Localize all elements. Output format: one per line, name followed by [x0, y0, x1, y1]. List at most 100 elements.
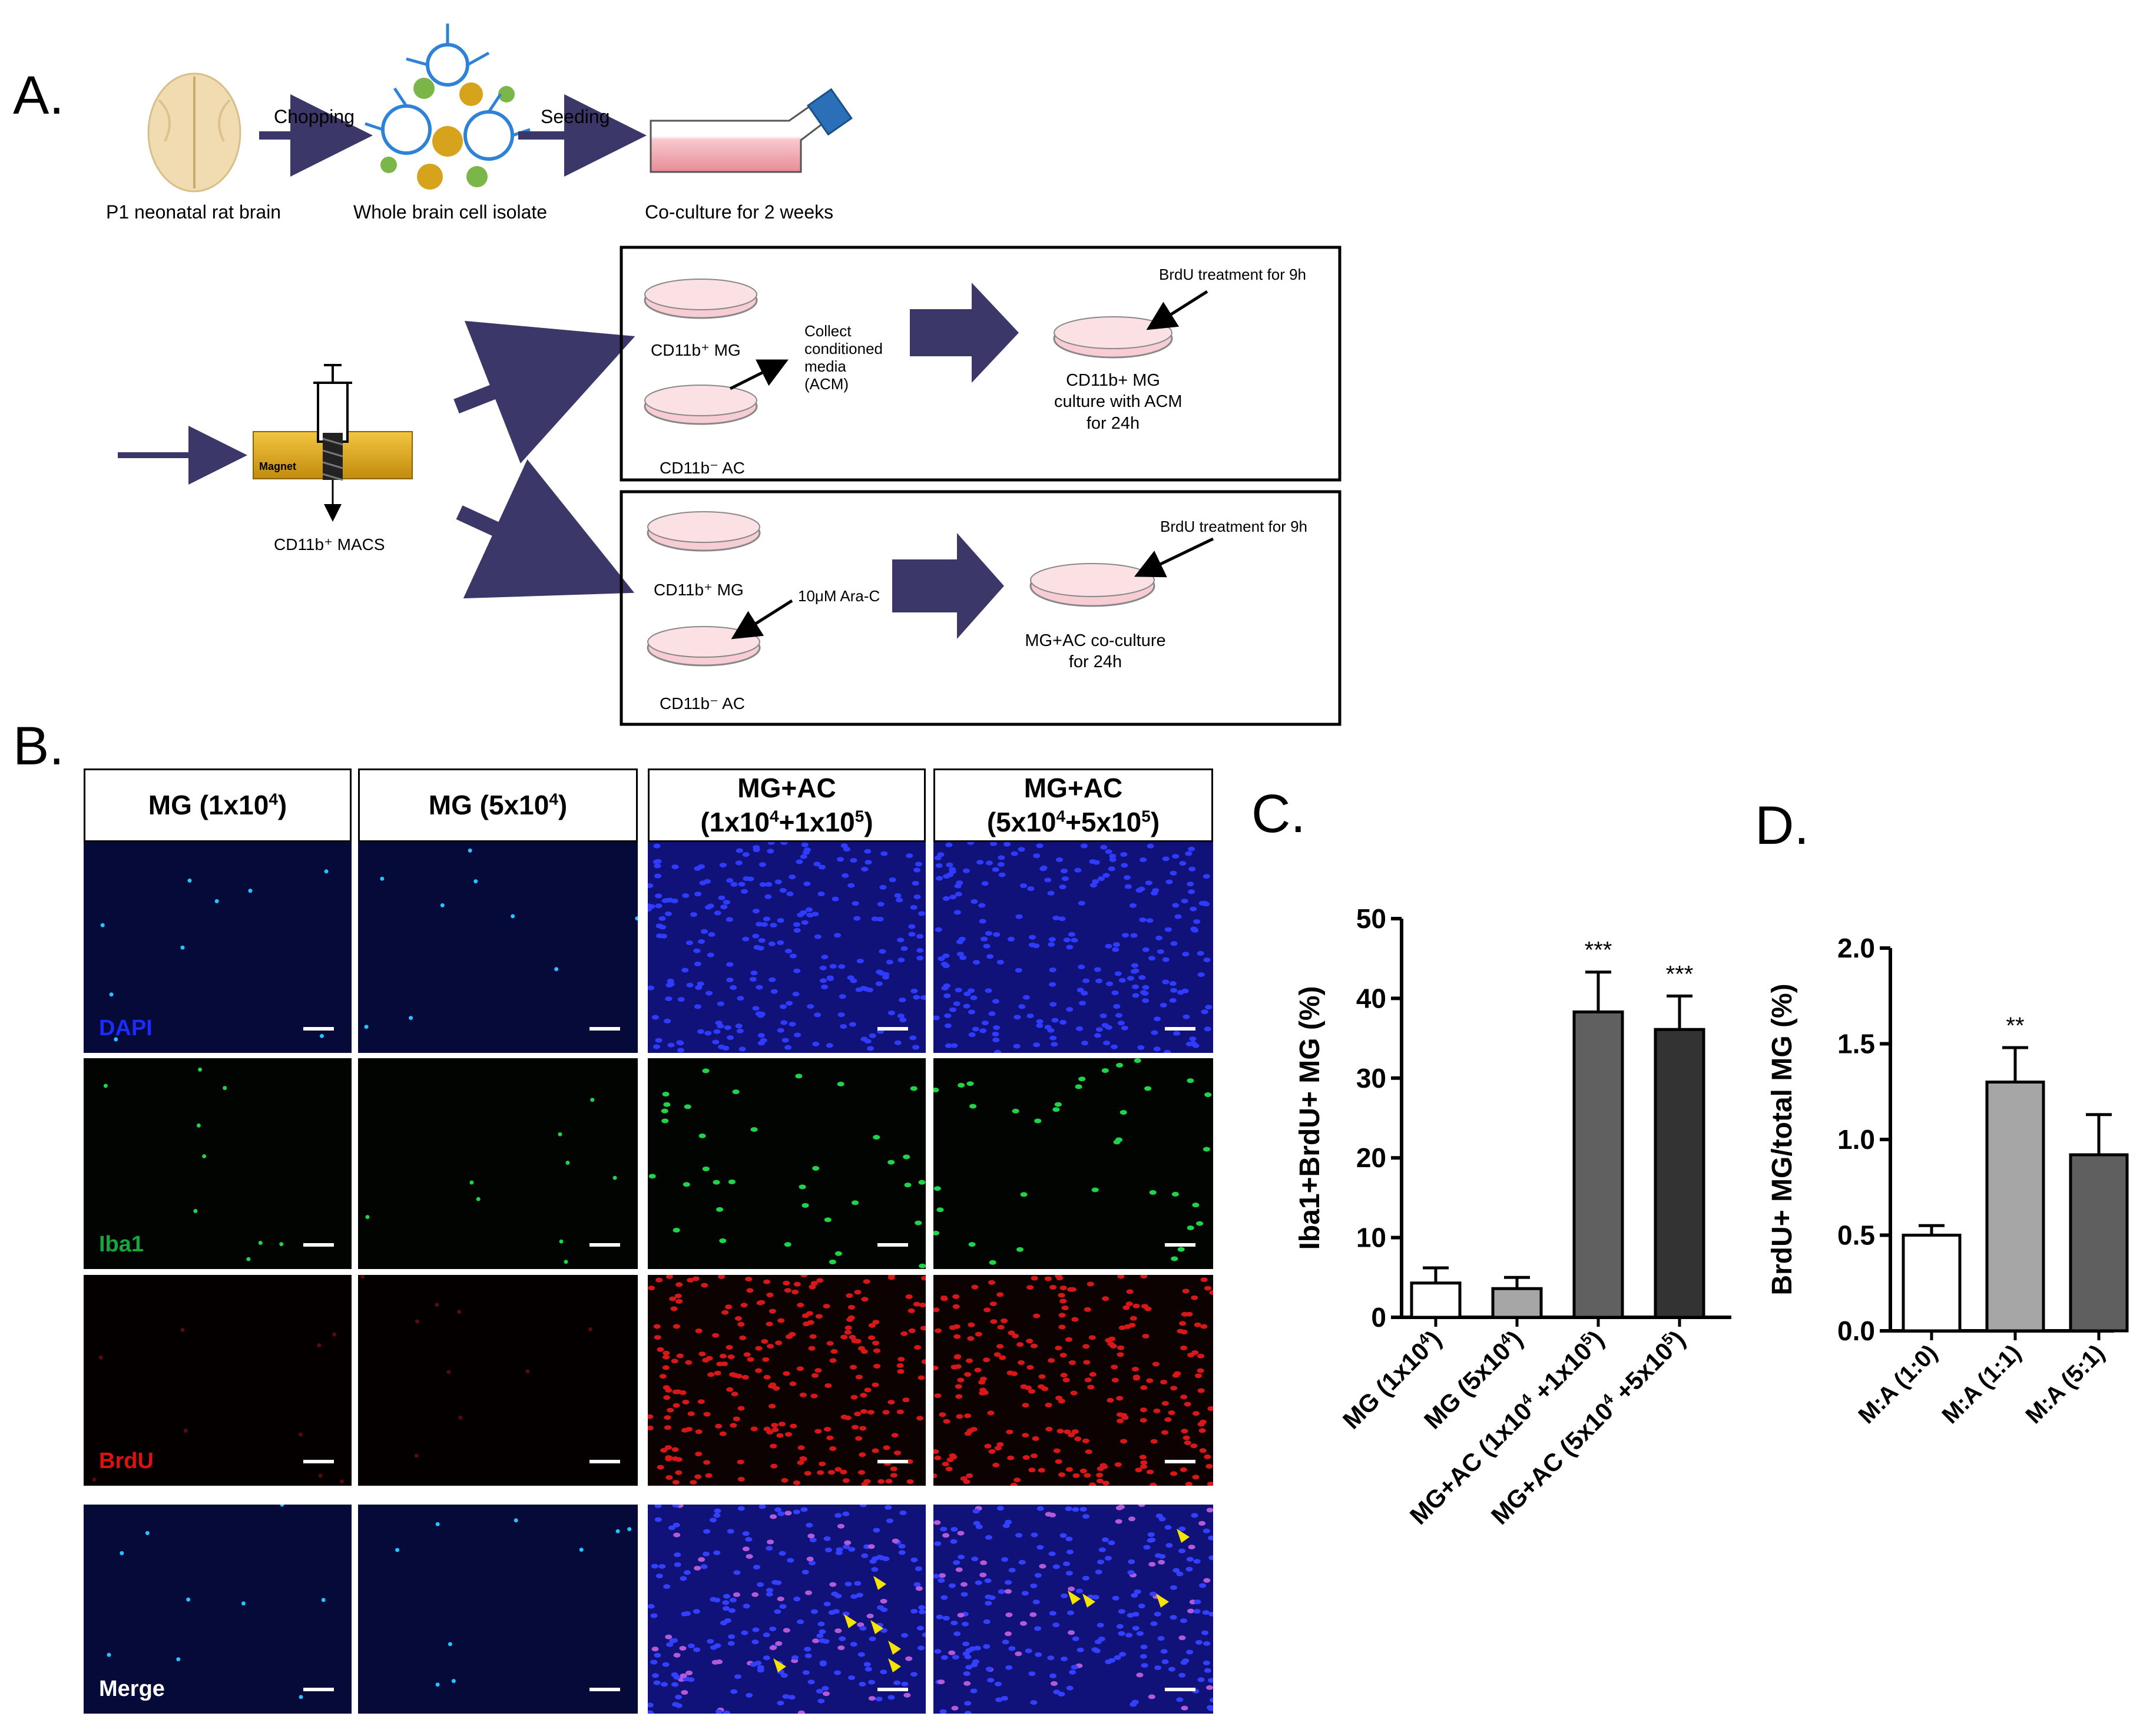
scale-bar — [1165, 1460, 1195, 1463]
rat-brain-icon — [147, 72, 241, 193]
channel-label: DAPI — [99, 1016, 153, 1041]
isolate-caption: Whole brain cell isolate — [353, 201, 548, 223]
bottom-result-label: MG+AC co-culture for 24h — [1025, 630, 1166, 673]
scale-bar — [1165, 1027, 1195, 1031]
y-tick-label: 10 — [1356, 1223, 1386, 1253]
channel-label: BrdU — [99, 1449, 154, 1473]
column-header: MG (5x104) — [358, 768, 638, 842]
y-tick-label: 2.0 — [1837, 933, 1875, 963]
channel-label: Iba1 — [99, 1232, 144, 1257]
scale-bar — [589, 1027, 620, 1031]
y-tick-label: 0.5 — [1837, 1220, 1875, 1251]
scale-bar — [303, 1460, 334, 1463]
micrograph-merge — [358, 1505, 638, 1714]
y-tick-label: 0 — [1371, 1302, 1386, 1333]
macs-caption: CD11b⁺ MACS — [274, 535, 385, 554]
scale-bar — [1165, 1243, 1195, 1247]
micrograph-brdu: BrdU — [84, 1275, 352, 1486]
y-tick-label: 1.0 — [1837, 1124, 1875, 1155]
bar — [1572, 1010, 1624, 1319]
panel-label-b: B. — [13, 716, 64, 776]
x-category-label: M:A (1:1) — [1937, 1340, 2026, 1429]
panel-label-d: D. — [1755, 796, 1809, 856]
dish-top-mg — [644, 279, 758, 319]
top-result-line-1: CD11b+ MG — [1066, 371, 1160, 390]
x-category-label: M:A (5:1) — [2020, 1340, 2109, 1429]
y-tick-label: 1.5 — [1837, 1029, 1875, 1059]
micrograph-merge — [648, 1505, 926, 1714]
magnet-label: Magnet — [259, 460, 296, 472]
collect-line-3: media — [804, 357, 846, 375]
significance-label: *** — [1585, 937, 1612, 963]
macs-column-icon — [253, 364, 413, 522]
y-tick-label: 30 — [1356, 1063, 1386, 1094]
bar — [1491, 1287, 1543, 1319]
micrograph-dapi: DAPI — [84, 842, 352, 1053]
bottom-dish-mg-label: CD11b⁺ MG — [654, 581, 744, 599]
dish-top-ac — [644, 385, 758, 425]
top-brdu-label: BrdU treatment for 9h — [1159, 266, 1306, 283]
micrograph-merge — [933, 1505, 1213, 1714]
scale-bar — [877, 1460, 908, 1463]
dish-bottom-mg — [647, 511, 761, 552]
micrograph-brdu — [358, 1275, 638, 1486]
significance-label: *** — [1666, 961, 1694, 987]
top-result-label: CD11b+ MG culture with ACM for 24h — [1054, 370, 1183, 434]
micrograph-dapi — [933, 842, 1213, 1053]
scale-bar — [589, 1460, 620, 1463]
micrograph-brdu — [648, 1275, 926, 1486]
y-tick-label: 50 — [1356, 903, 1386, 934]
collect-line-1: Collect — [804, 322, 852, 340]
top-dish-mg-label: CD11b⁺ MG — [651, 341, 741, 359]
channel-label: Merge — [99, 1677, 165, 1701]
micrograph-iba1 — [358, 1058, 638, 1269]
scale-bar — [877, 1027, 908, 1031]
micrograph-iba1 — [648, 1058, 926, 1269]
bottom-result-line-2: for 24h — [1068, 652, 1122, 672]
brain-caption: P1 neonatal rat brain — [106, 201, 281, 223]
collect-line-2: conditioned — [804, 339, 883, 357]
y-tick-label: 0.0 — [1837, 1316, 1875, 1346]
x-category-label: M:A (1:0) — [1853, 1340, 1942, 1429]
bar — [1902, 1234, 1962, 1333]
top-result-line-3: for 24h — [1086, 413, 1140, 433]
bottom-result-line-1: MG+AC co-culture — [1025, 631, 1166, 650]
scale-bar — [877, 1243, 908, 1247]
culture-flask-icon — [650, 88, 853, 173]
significance-label: ** — [2006, 1013, 2024, 1039]
schematic-panel-a — [118, 24, 1342, 726]
column-header: MG+AC(1x104+1x105) — [648, 768, 926, 842]
micrograph-iba1: Iba1 — [84, 1058, 352, 1269]
cell-cluster-icon — [365, 24, 531, 190]
micrograph-dapi — [648, 842, 926, 1053]
micrograph-merge: Merge — [84, 1505, 352, 1714]
column-header: MG (1x104) — [84, 768, 352, 842]
seeding-label: Seeding — [541, 106, 610, 127]
bottom-brdu-label: BrdU treatment for 9h — [1160, 518, 1307, 535]
coculture-caption: Co-culture for 2 weeks — [645, 201, 834, 223]
panel-label-a: A. — [13, 65, 64, 125]
scale-bar — [303, 1688, 334, 1691]
scale-bar — [589, 1688, 620, 1691]
micrograph-iba1 — [933, 1058, 1213, 1269]
panel-label-c: C. — [1251, 784, 1306, 844]
bar — [1985, 1081, 2045, 1333]
top-result-line-2: culture with ACM — [1054, 392, 1183, 412]
bottom-dish-ac-label: CD11b⁻ AC — [660, 694, 745, 713]
column-header: MG+AC(5x104+5x105) — [933, 768, 1213, 842]
y-axis-label: BrdU+ MG/total MG (%) — [1767, 983, 1798, 1295]
chopping-label: Chopping — [274, 106, 355, 127]
scale-bar — [877, 1688, 908, 1691]
collect-media-label: Collect conditioned media (ACM) — [804, 322, 883, 393]
y-tick-label: 40 — [1356, 983, 1386, 1013]
bar — [1654, 1028, 1705, 1319]
y-tick-label: 20 — [1356, 1142, 1386, 1173]
scale-bar — [589, 1243, 620, 1247]
dish-top-result — [1053, 316, 1173, 359]
scale-bar — [303, 1243, 334, 1247]
top-dish-ac-label: CD11b⁻ AC — [660, 459, 745, 477]
y-axis-label: Iba1+BrdU+ MG (%) — [1294, 986, 1326, 1250]
micrograph-dapi — [358, 842, 638, 1053]
